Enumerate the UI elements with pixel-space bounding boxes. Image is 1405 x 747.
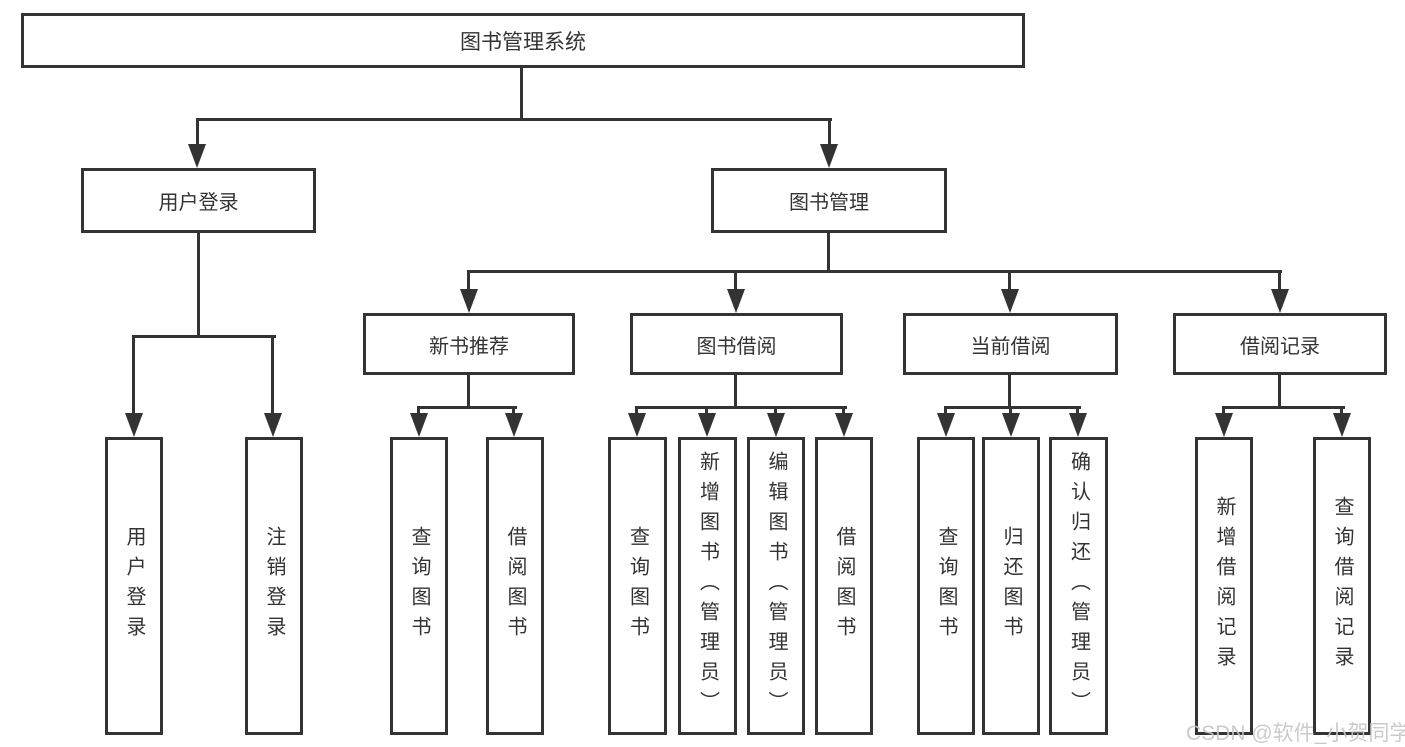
connector-to-new-book-recommendation [467,270,470,291]
leaf-add-book-admin: 新增图书（管理员） [678,437,737,735]
connector-book-management-rail [467,270,1282,273]
leaf-borrow-books: 借阅图书 [815,437,873,735]
arrow-down-icon [698,413,716,437]
connector-to-user-login [196,118,199,148]
connector-new-book-stem [467,375,470,409]
arrow-down-icon [835,413,853,437]
connector-leaf-stub [1009,406,1012,416]
leaf-query-books: 查询图书 [390,437,448,735]
arrow-down-icon [1069,413,1087,437]
connector-leaf-stub [417,406,420,416]
connector-book-borrowing-stem [734,375,737,409]
connector-to-leaf-logout [271,335,274,415]
node-current-borrowing: 当前借阅 [903,313,1118,375]
node-user-login: 用户登录 [81,168,316,233]
connector-leaf-stub [705,406,708,416]
connector-leaf-stub [944,406,947,416]
connector-leaf-stub [1222,406,1225,416]
leaf-confirm-return-admin: 确认归还（管理员） [1049,437,1108,735]
connector-leaf-stub [842,406,845,416]
connector-to-book-borrowing [734,270,737,291]
node-book-management: 图书管理 [711,168,947,233]
arrow-down-icon [1002,413,1020,437]
arrow-down-icon [628,413,646,437]
connector-root-rail [196,118,832,121]
node-book-borrowing: 图书借阅 [630,313,843,375]
leaf-borrow-books: 借阅图书 [486,437,544,735]
arrow-down-icon [460,289,478,313]
leaf-query-books: 查询图书 [917,437,975,735]
arrow-down-icon [767,413,785,437]
arrow-down-icon [505,413,523,437]
leaf-user-login: 用户登录 [105,437,163,735]
leaf-query-books: 查询图书 [608,437,667,735]
arrow-down-icon [1001,289,1019,313]
connector-current-borrowing-stem [1008,375,1011,409]
leaf-query-borrow-record: 查询借阅记录 [1313,437,1371,735]
arrow-down-icon [937,413,955,437]
connector-user-login-stem [197,233,200,338]
connector-leaf-stub [635,406,638,416]
arrow-down-icon [1271,289,1289,313]
connector-leaf-stub [1076,406,1079,416]
arrow-down-icon [125,413,143,437]
connector-new-book-rail [417,406,517,409]
connector-book-borrowing-rail [635,406,847,409]
leaf-logout: 注销登录 [245,437,303,735]
arrow-down-icon [727,289,745,313]
watermark: CSDN @软件_小贺同学 [1186,722,1405,745]
arrow-down-icon [410,413,428,437]
arrow-down-icon [264,413,282,437]
connector-to-borrowing-records [1278,270,1281,291]
connector-current-borrowing-rail [944,406,1081,409]
node-new-book-recommendation: 新书推荐 [363,313,575,375]
connector-leaf-stub [774,406,777,416]
connector-borrowing-records-stem [1278,375,1281,409]
leaf-add-borrow-record: 新增借阅记录 [1195,437,1253,735]
connector-leaf-stub [1340,406,1343,416]
connector-to-current-borrowing [1008,270,1011,291]
node-borrowing-records: 借阅记录 [1173,313,1387,375]
connector-borrowing-records-rail [1222,406,1345,409]
connector-leaf-stub [512,406,515,416]
connector-root-stem [520,68,523,118]
connector-book-management-stem [827,233,830,273]
connector-to-leaf-user-login [132,335,135,415]
connector-to-book-management [828,118,831,148]
leaf-return-book: 归还图书 [982,437,1040,735]
leaf-edit-book-admin: 编辑图书（管理员） [747,437,805,735]
node-library-management-system: 图书管理系统 [21,13,1025,68]
arrow-down-icon [820,144,838,168]
arrow-down-icon [1333,413,1351,437]
arrow-down-icon [188,144,206,168]
connector-user-login-rail [132,335,276,338]
arrow-down-icon [1215,413,1233,437]
